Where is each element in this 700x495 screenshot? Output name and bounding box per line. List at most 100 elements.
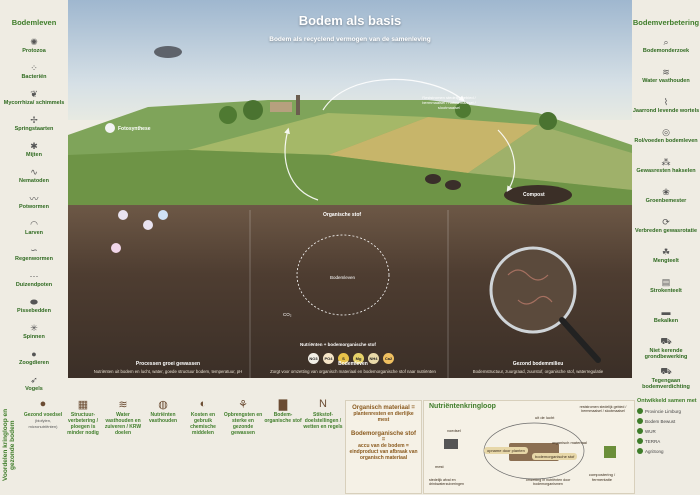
- tractor-icon: ⛟: [660, 366, 672, 376]
- right-sidebar: Bodemverbetering ⌕Bodemonderzoek≋Water v…: [632, 0, 700, 395]
- spider-icon: ✳: [30, 322, 38, 333]
- partner-name: TERRA: [645, 438, 661, 444]
- left-sidebar-item-label: Regenwormen: [15, 256, 53, 262]
- nutrient-badge: NO3: [308, 353, 319, 364]
- right-sidebar-item: ⁂Gewasresten hakselen: [632, 156, 700, 186]
- lime-icon: ▬: [661, 307, 671, 317]
- mammal-icon: ●: [31, 349, 37, 359]
- partner-logo-icon: [637, 428, 643, 434]
- benefit-item: ▦Structuur-verbetering / ploegen is mind…: [62, 398, 104, 436]
- right-sidebar-item-label: Jaarrond levende wortels: [632, 108, 700, 114]
- left-sidebar-item: ❦Mycorrhiza/ schimmels: [0, 88, 68, 114]
- right-sidebar-item: ⌇Jaarrond levende wortels: [632, 96, 700, 126]
- partner-logo: TERRA: [637, 438, 699, 444]
- partner-logo-icon: [637, 408, 643, 414]
- partner-logo: Provincie Limburg: [637, 408, 699, 414]
- bacteria-icon: ⁘: [30, 62, 38, 73]
- caption-text: Nutriënten uit bodem en lucht, water, go…: [93, 369, 243, 374]
- benefit-label: Opbrengsten en sterke en gezonde gewasse…: [223, 412, 263, 436]
- cycle-label-compost: compostering / fermentatie: [588, 472, 616, 482]
- left-sidebar-item-label: Duizendpoten: [15, 282, 53, 288]
- partners-title: Ontwikkeld samen met: [637, 398, 697, 404]
- right-sidebar-item: ⛟Niet kerende grondbewerking: [632, 336, 700, 366]
- rotation-icon: ⟳: [662, 216, 670, 227]
- benefit-label: Kosten en gebruik chemische middelen: [190, 412, 216, 436]
- partner-logo: AgriSong: [637, 448, 699, 454]
- label-organische-stof: Organische stof: [323, 212, 362, 218]
- benefit-label: Water vasthouden en zuiveren / KRW doele…: [104, 412, 142, 436]
- benefit-item: ▇Bodem-organische stof: [262, 398, 304, 424]
- partner-name: AgriSong: [645, 448, 664, 454]
- partner-logo-icon: [637, 438, 643, 444]
- partner-logo-icon: [637, 418, 643, 424]
- partner-name: Bodem Bewust: [645, 418, 676, 424]
- benefit-item: ⚘Opbrengsten en sterke en gezonde gewass…: [222, 398, 264, 436]
- potworm-icon: 〰: [29, 193, 39, 204]
- landscape: [68, 95, 632, 205]
- partner-logo: WUR: [637, 428, 699, 434]
- cycle-label-manure: mest: [435, 464, 444, 469]
- left-sidebar-item-label: Pissebedden: [17, 308, 51, 314]
- roots-icon: ⌇: [663, 96, 669, 107]
- structure-icon: ▦: [77, 399, 89, 411]
- mixed-crop-icon: ☘: [661, 246, 671, 257]
- right-sidebar-item: ≋Water vasthouden: [632, 66, 700, 96]
- magnifier-icon: ⌕: [663, 36, 669, 47]
- magnifier-handle: [559, 317, 601, 363]
- nutrient-badge: Mg: [353, 353, 364, 364]
- benefit-label: Stikstof-doelstellingen / wetten en rege…: [303, 412, 343, 430]
- benefit-label: Bodem-organische stof: [264, 412, 302, 424]
- label-compost: Compost: [523, 192, 545, 198]
- cycle-label-soil-organic: bodemorganische stof: [532, 453, 578, 460]
- cycle-label-conversion: omzetting in nutriënten door bodemorgani…: [525, 478, 571, 486]
- left-sidebar-item: ∽Regenwormen: [0, 244, 68, 270]
- benefit-item: ≋Water vasthouden en zuiveren / KRW doel…: [102, 398, 144, 436]
- green-manure-icon: ❀: [662, 186, 670, 197]
- caption-text: Bodemstructuur, zuurgraad, zuurstof, org…: [472, 369, 604, 374]
- right-sidebar-item: ⟳Verbreden gewasrotatie: [632, 216, 700, 246]
- label-co2: CO₂: [283, 312, 292, 317]
- left-sidebar-item-label: Zoogdieren: [19, 360, 49, 366]
- benefit-item: N Stikstof-doelstellingen / wetten en reg…: [302, 398, 344, 430]
- woodlouse-icon: ⬬: [30, 296, 38, 307]
- benefit-item: ◍Nutriënten vasthouden: [142, 398, 184, 424]
- bird-icon: ➶: [30, 374, 38, 385]
- definition-2-head: Bodemorganische stof =: [350, 431, 416, 443]
- poster-title: Bodem als basis: [298, 13, 402, 28]
- label-bodemleven: Bodemleven: [330, 275, 356, 280]
- crop-icon: ⚘: [238, 399, 248, 411]
- nitrogen-icon: N: [319, 398, 327, 410]
- cost-icon: ◐: [199, 398, 207, 410]
- caption-title: Gezond bodemmilieu: [512, 361, 564, 367]
- label-reststromen: Reststromen stedelijk gebied / bermmaais…: [422, 95, 476, 110]
- left-sidebar-item: ✢Springstaarten: [0, 114, 68, 140]
- left-sidebar-item: ∿Nematoden: [0, 166, 68, 192]
- rain-cloud-icon: [154, 46, 182, 58]
- benefits-side-title: Voordelen kringloop en gezonde bodem: [2, 408, 16, 482]
- cycle-label-food: voedsel: [447, 428, 461, 433]
- caption-text: Zorgt voor omzetting van organisch mater…: [270, 369, 436, 374]
- left-sidebar-item-label: Protozoa: [22, 48, 46, 54]
- right-sidebar-item-label: Groenbemester: [645, 198, 687, 204]
- left-sidebar-heading: Bodemleven: [11, 18, 57, 27]
- earthworm-icon: ∽: [30, 244, 38, 255]
- right-sidebar-item-label: Verbreden gewasrotatie: [634, 228, 698, 234]
- caption-title: Processen groei gewassen: [135, 361, 201, 367]
- benefit-item: ●Gezond voedsel(biofylen, micronutriënte…: [22, 398, 64, 430]
- right-sidebar-item-label: Bekalken: [653, 318, 679, 324]
- right-sidebar-item-label: Bodemonderzoek: [642, 48, 690, 54]
- nutrient-icon: ◍: [158, 399, 168, 411]
- right-sidebar-item: ☘Mengteelt: [632, 246, 700, 276]
- left-sidebar-item-label: Nematoden: [19, 178, 49, 184]
- benefit-label: Gezond voedsel: [23, 412, 63, 418]
- right-sidebar-item-label: Strokenteelt: [650, 288, 682, 294]
- left-sidebar-item: ✺Protozoa: [0, 36, 68, 62]
- cycle-label-reststromen: reststromen stedelijk gebied / bermmaais…: [579, 405, 627, 413]
- nutrient-badge: S: [338, 353, 349, 364]
- left-sidebar-item: ⋯Duizendpoten: [0, 270, 68, 296]
- left-sidebar: Bodemleven ✺Protozoa⁘Bacteriën❦Mycorrhiz…: [0, 0, 68, 395]
- benefit-sublabel: (biofylen, micronutriënten): [28, 418, 58, 429]
- right-sidebar-item-label: Water vasthouden: [642, 78, 690, 84]
- nutrient-cycle-panel: Nutriëntenkringloop uit de lucht voedsel…: [423, 400, 635, 494]
- roller-icon: ◎: [662, 126, 670, 137]
